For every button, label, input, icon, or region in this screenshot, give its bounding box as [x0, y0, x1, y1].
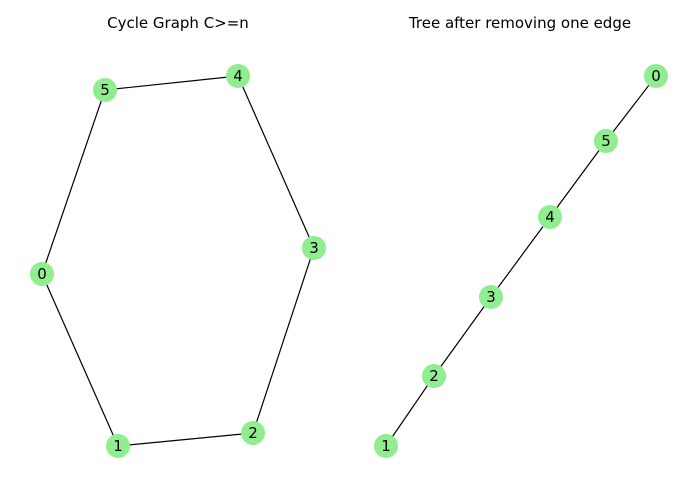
tree-node-1: 1	[374, 434, 398, 458]
cycle-node-label-3: 3	[309, 239, 319, 257]
cycle-node-circle-0	[30, 262, 54, 286]
tree-edge-4-3	[490, 216, 551, 298]
tree-node-3: 3	[479, 285, 503, 309]
cycle-node-3: 3	[302, 236, 326, 260]
cycle-node-label-0: 0	[37, 265, 47, 283]
cycle-node-5: 5	[93, 78, 117, 102]
tree-edge-3-2	[433, 296, 492, 377]
tree-node-label-5: 5	[601, 132, 611, 150]
tree-node-circle-3	[479, 285, 503, 309]
cycle-node-circle-1	[106, 434, 130, 458]
cycle-node-circle-4	[226, 64, 250, 88]
tree-node-0: 0	[644, 64, 668, 88]
tree-node-circle-4	[538, 205, 562, 229]
cycle-node-2: 2	[241, 421, 265, 445]
cycle-node-0: 0	[30, 262, 54, 286]
tree-graph-nodes: 0 5 4 3 2 1	[374, 64, 668, 458]
tree-node-2: 2	[422, 364, 446, 388]
cycle-edge-1-2	[117, 432, 254, 447]
cycle-node-circle-2	[241, 421, 265, 445]
tree-node-label-4: 4	[545, 208, 555, 226]
cycle-edge-5-0	[41, 89, 106, 275]
cycle-node-label-1: 1	[113, 437, 123, 455]
tree-node-label-2: 2	[429, 367, 439, 385]
tree-edge-5-4	[549, 140, 607, 218]
tree-graph-panel: Tree after removing one edge 0 5 4 3 2 1	[374, 14, 668, 458]
tree-node-circle-1	[374, 434, 398, 458]
cycle-node-1: 1	[106, 434, 130, 458]
tree-node-4: 4	[538, 205, 562, 229]
tree-node-label-0: 0	[651, 67, 661, 85]
cycle-node-label-5: 5	[100, 81, 110, 99]
cycle-edge-0-1	[41, 273, 119, 447]
cycle-node-label-2: 2	[248, 424, 258, 442]
cycle-graph-edges	[41, 75, 315, 447]
cycle-edge-4-5	[104, 75, 239, 91]
cycle-edge-2-3	[252, 247, 315, 434]
cycle-node-4: 4	[226, 64, 250, 88]
cycle-graph-title: Cycle Graph C>=n	[107, 14, 249, 32]
tree-node-circle-0	[644, 64, 668, 88]
cycle-node-label-4: 4	[233, 67, 243, 85]
cycle-node-circle-5	[93, 78, 117, 102]
tree-edge-0-5	[605, 75, 657, 142]
tree-node-circle-2	[422, 364, 446, 388]
tree-node-label-1: 1	[381, 437, 391, 455]
cycle-graph-panel: Cycle Graph C>=n 5 4 0 3 2 1	[30, 14, 326, 458]
cycle-edge-3-4	[237, 75, 315, 249]
cycle-graph-nodes: 5 4 0 3 2 1	[30, 64, 326, 458]
tree-node-label-3: 3	[486, 288, 496, 306]
tree-graph-title: Tree after removing one edge	[408, 14, 631, 32]
tree-graph-edges	[385, 75, 657, 447]
tree-node-5: 5	[594, 129, 618, 153]
tree-node-circle-5	[594, 129, 618, 153]
tree-edge-2-1	[385, 375, 435, 447]
cycle-node-circle-3	[302, 236, 326, 260]
